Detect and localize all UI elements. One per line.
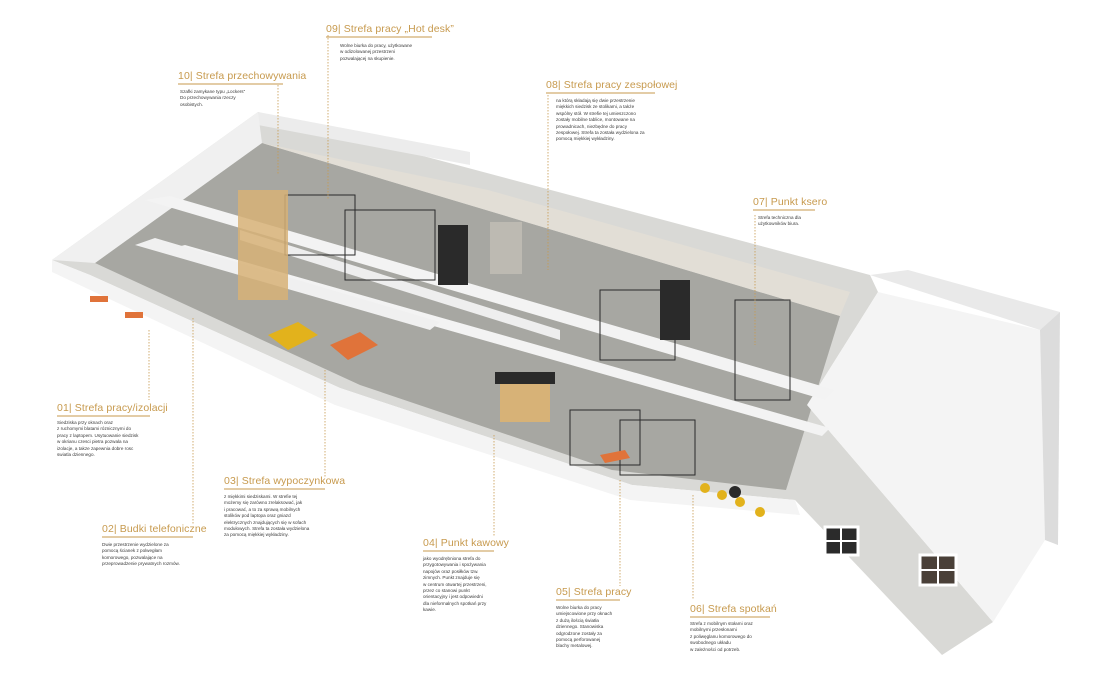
- zone-title: 08| Strefa pracy zespołowej: [546, 79, 678, 91]
- zone-description: jako wyodrębniona strefa do przygotowywa…: [423, 556, 487, 613]
- leader-lines: [148, 35, 756, 600]
- ceiling-beam-1: [145, 196, 835, 400]
- zone-title: 06| Strefa spotkań: [690, 603, 777, 615]
- orange-bench: [600, 450, 630, 463]
- yellow-chair-4: [755, 507, 765, 517]
- copy-room-unit: [660, 280, 690, 340]
- yellow-chair-2: [717, 490, 727, 500]
- coffee-counter: [500, 382, 550, 422]
- zone-description: Dwie przestrzenie wydzielone za pomocą ś…: [102, 542, 180, 567]
- zone-title: 02| Budki telefoniczne: [102, 523, 207, 535]
- zone-title: 07| Punkt ksero: [753, 196, 828, 208]
- dark-table: [729, 486, 741, 498]
- zone-title: 10| Strefa przechowywania: [178, 70, 307, 82]
- yellow-chair-1: [700, 483, 710, 493]
- right-end-block-side: [1040, 312, 1060, 545]
- window-bench-1: [90, 296, 108, 302]
- yellow-chair-3: [735, 497, 745, 507]
- back-wall: [258, 112, 470, 165]
- zone-description: Siedziska przy oknach oraz z ruchomymi b…: [57, 420, 139, 458]
- zone-title: 04| Punkt kawowy: [423, 537, 510, 549]
- building-model: [52, 112, 1060, 655]
- ceiling-beam-cross: [240, 230, 560, 340]
- zone-description: Wolne biurka do pracy, użytkowane w odiz…: [340, 43, 413, 61]
- right-end-block-top: [870, 270, 1060, 330]
- lockers: [238, 190, 288, 300]
- zone-description: Strefa z mobilnym stołami oraz mobilnymi…: [690, 621, 753, 652]
- yellow-sofa: [268, 322, 318, 350]
- title-underlines: [57, 36, 815, 618]
- zone-description: Szafki zamykane typu „Lockers” Do przech…: [180, 89, 246, 107]
- back-wall-inner: [262, 143, 850, 316]
- window-bench-2: [125, 312, 143, 318]
- zone-title: 01| Strefa pracy/izolacji: [57, 402, 168, 414]
- zone-description: Strefa techniczna dla użytkowników biura…: [758, 215, 801, 227]
- coffee-counter-top: [495, 372, 555, 384]
- orange-sofa: [330, 332, 378, 360]
- zone-description: Wolne biurka do pracy umiejscowione przy…: [556, 605, 613, 649]
- zone-title: 09| Strefa pracy „Hot desk”: [326, 23, 454, 35]
- wall-artwork: [490, 222, 522, 274]
- right-end-block-front: [807, 292, 1045, 622]
- back-cabinet: [438, 225, 468, 285]
- zone-title: 05| Strefa pracy: [556, 586, 632, 598]
- zone-description: na którą składają się dwie przestrzenie …: [556, 98, 645, 142]
- left-end-wall: [52, 112, 262, 263]
- zone-title: 03| Strefa wypoczynkowa: [224, 475, 346, 487]
- zone-description: z miękkimi siedziskami. W strefie tej mo…: [224, 494, 310, 538]
